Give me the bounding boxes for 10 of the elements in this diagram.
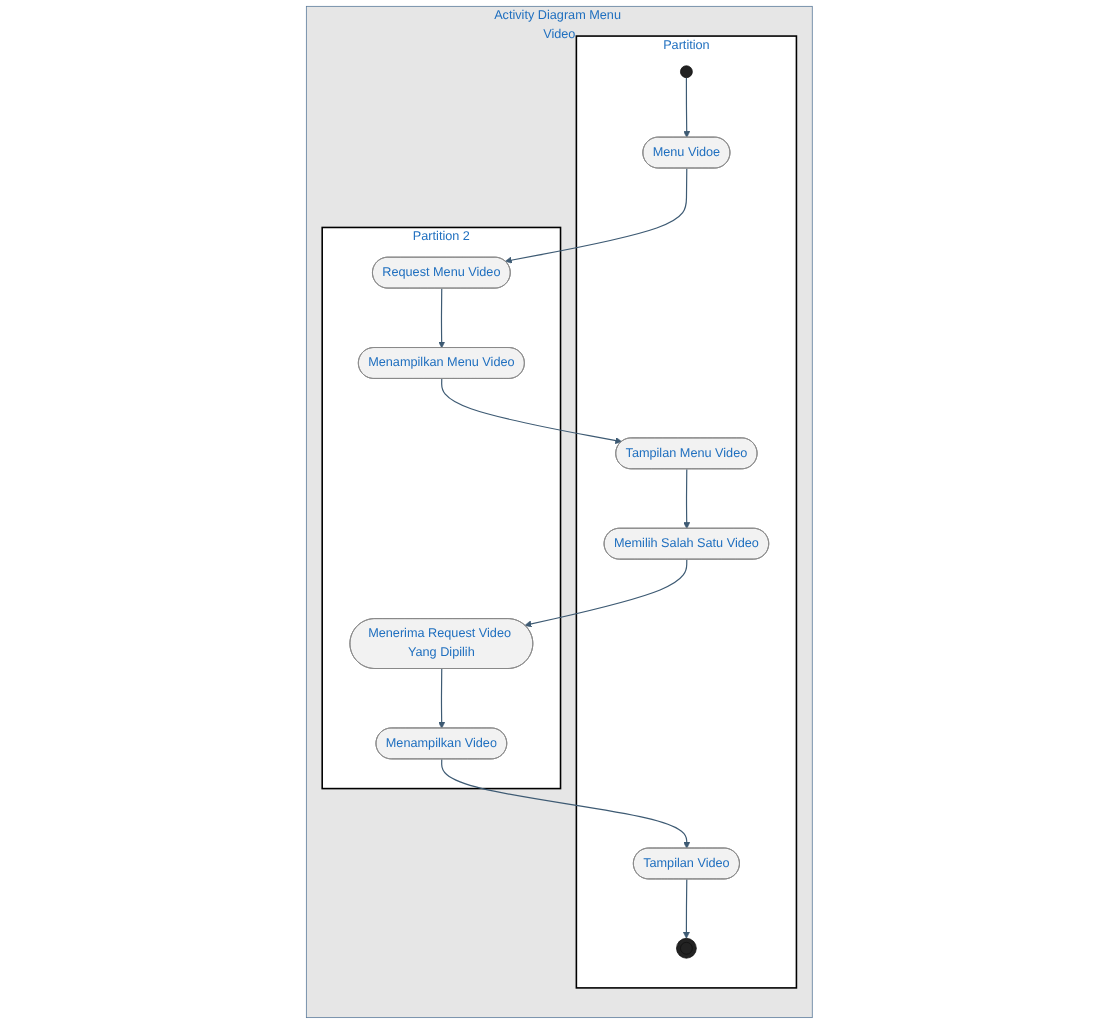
arrow [682,77,690,138]
arrow [682,468,690,529]
arrow [682,878,690,939]
arrow [437,668,445,729]
arrow [440,758,690,849]
node-circle [679,65,693,79]
arrow [504,167,688,264]
arrow [437,287,445,349]
arrow [524,558,688,628]
arrow [440,378,622,445]
